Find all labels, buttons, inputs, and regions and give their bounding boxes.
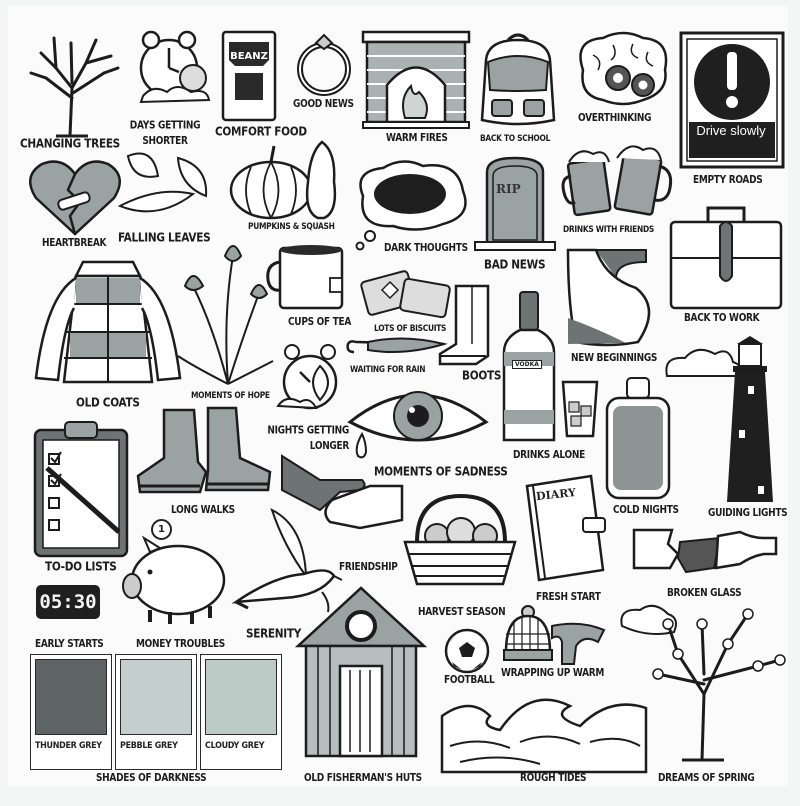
label-drinks-alone: DRINKS ALONE xyxy=(513,449,585,462)
label-back-to-work: BACK TO WORK xyxy=(684,312,760,325)
label-dreams-of-spring: DREAMS OF SPRING xyxy=(658,772,755,785)
handshake-icon xyxy=(280,450,405,530)
label-days-getting-shorter: DAYS GETTING SHORTER xyxy=(129,120,201,148)
label-rough-tides: ROUGH TIDES xyxy=(520,772,587,785)
label-harvest-season: HARVEST SEASON xyxy=(418,606,506,619)
whisky-glass-icon xyxy=(561,380,599,438)
umbrella-icon xyxy=(344,336,449,361)
label-heartbreak: HEARTBREAK xyxy=(42,237,107,250)
crocus-flowers-icon xyxy=(173,236,278,386)
night-clock-icon xyxy=(276,338,346,416)
dove-icon xyxy=(231,506,344,616)
label-good-news: GOOD NEWS xyxy=(293,98,354,111)
lighthouse-icon xyxy=(663,336,783,506)
waves-icon xyxy=(440,686,650,776)
swatch-color-chip xyxy=(205,659,277,735)
rip-text: RIP xyxy=(496,182,521,196)
label-long-walks: LONG WALKS xyxy=(171,504,235,517)
label-serenity: SERENITY xyxy=(246,626,302,641)
alarm-clock-sun-icon xyxy=(133,28,213,113)
label-back-to-school: BACK TO SCHOOL xyxy=(480,132,551,144)
sign-text: Drive slowly xyxy=(696,123,766,138)
beanz-text: BEANZ xyxy=(230,51,268,62)
falling-leaves-icon xyxy=(117,146,223,221)
label-wrapping-up-warm: WRAPPING UP WARM xyxy=(501,667,605,680)
label-changing-trees: CHANGING TREES xyxy=(20,136,120,151)
swatch-pebble-grey: PEBBLE GREY xyxy=(115,654,197,770)
coin-icon: 1 xyxy=(151,519,172,540)
beer-mugs-icon xyxy=(561,136,675,221)
vodka-label: VODKA xyxy=(512,360,542,369)
ring-icon xyxy=(293,31,355,96)
tea-mug-icon xyxy=(266,242,351,312)
label-old-fishermans-huts: OLD FISHERMAN'S HUTS xyxy=(304,772,422,785)
swatch-name: THUNDER GREY xyxy=(35,740,102,751)
label-broken-glass: BROKEN GLASS xyxy=(667,587,742,600)
hat-and-scarf-icon xyxy=(500,605,610,666)
label-football: FOOTBALL xyxy=(444,674,495,687)
label-drinks-with-friends: DRINKS WITH FRIENDS xyxy=(563,223,654,235)
backpack-icon xyxy=(478,30,558,128)
broken-heart-icon xyxy=(28,158,123,236)
blossom-tree-icon xyxy=(618,604,788,764)
label-lots-of-biscuits: LOTS OF BISCUITS xyxy=(374,322,447,334)
digital-clock-display: 05:30 xyxy=(36,585,100,619)
label-boots: BOOTS xyxy=(462,368,502,383)
wellington-boots-icon xyxy=(436,284,496,369)
label-pumpkins-squash: PUMPKINS & SQUASH xyxy=(248,220,335,232)
label-moments-of-hope: MOMENTS OF HOPE xyxy=(191,389,270,401)
swatch-thunder-grey: THUNDER GREY xyxy=(30,654,112,770)
label-to-do-lists: TO-DO LISTS xyxy=(45,559,117,574)
label-shades-of-darkness: SHADES OF DARKNESS xyxy=(96,772,207,785)
bean-can-icon xyxy=(221,30,277,122)
label-bad-news: BAD NEWS xyxy=(484,257,546,272)
label-new-beginnings: NEW BEGINNINGS xyxy=(571,352,658,365)
crying-eye-icon xyxy=(347,378,489,468)
hiking-boots-icon xyxy=(136,406,276,496)
label-empty-roads: EMPTY ROADS xyxy=(693,174,763,187)
label-money-troubles: MONEY TROUBLES xyxy=(136,638,225,651)
thought-cloud-icon xyxy=(348,156,473,251)
label-moments-of-sadness: MOMENTS OF SADNESS xyxy=(374,464,508,479)
label-warm-fires: WARM FIRES xyxy=(386,132,448,145)
pregnant-belly-icon xyxy=(566,248,656,348)
label-fresh-start: FRESH START xyxy=(536,591,601,604)
label-old-coats: OLD COATS xyxy=(76,395,140,410)
fireplace-icon xyxy=(361,30,471,130)
piggy-bank-icon xyxy=(120,535,230,626)
brain-gears-icon xyxy=(573,30,673,108)
biscuits-icon xyxy=(358,268,453,320)
puffer-coat-icon xyxy=(28,256,188,391)
briefcase-icon xyxy=(668,202,784,312)
gravestone-icon xyxy=(473,154,558,254)
broken-bottle-icon xyxy=(630,524,780,579)
label-friendship: FRIENDSHIP xyxy=(339,561,398,574)
label-early-starts: EARLY STARTS xyxy=(35,638,104,651)
swatch-color-chip xyxy=(120,659,192,735)
label-dark-thoughts: DARK THOUGHTS xyxy=(384,242,468,255)
diary-book-icon xyxy=(523,474,608,584)
harvest-basket-icon xyxy=(403,492,518,587)
label-cold-nights: COLD NIGHTS xyxy=(613,504,679,517)
label-nights-getting-longer: NIGHTS GETTING LONGER xyxy=(267,425,349,453)
label-waiting-for-rain: WAITING FOR RAIN xyxy=(350,363,426,375)
swatch-color-chip xyxy=(35,659,107,735)
swatch-name: PEBBLE GREY xyxy=(120,740,178,751)
beach-hut-icon xyxy=(294,586,428,761)
warning-sign-icon xyxy=(678,30,786,170)
swatch-cloudy-grey: CLOUDY GREY xyxy=(200,654,282,770)
label-overthinking: OVERTHINKING xyxy=(578,112,652,125)
label-comfort-food: COMFORT FOOD xyxy=(215,124,307,139)
clipboard-checklist-icon xyxy=(33,418,133,558)
label-falling-leaves: FALLING LEAVES xyxy=(118,230,211,245)
label-cups-of-tea: CUPS OF TEA xyxy=(288,316,352,329)
swatch-name: CLOUDY GREY xyxy=(205,740,265,751)
label-guiding-lights: GUIDING LIGHTS xyxy=(708,507,788,520)
hot-water-bottle-icon xyxy=(603,376,673,501)
bare-tree-icon xyxy=(26,28,121,138)
football-icon xyxy=(444,628,490,674)
pumpkins-squash-icon xyxy=(226,132,346,222)
poster-canvas: BEANZ xyxy=(8,6,788,786)
